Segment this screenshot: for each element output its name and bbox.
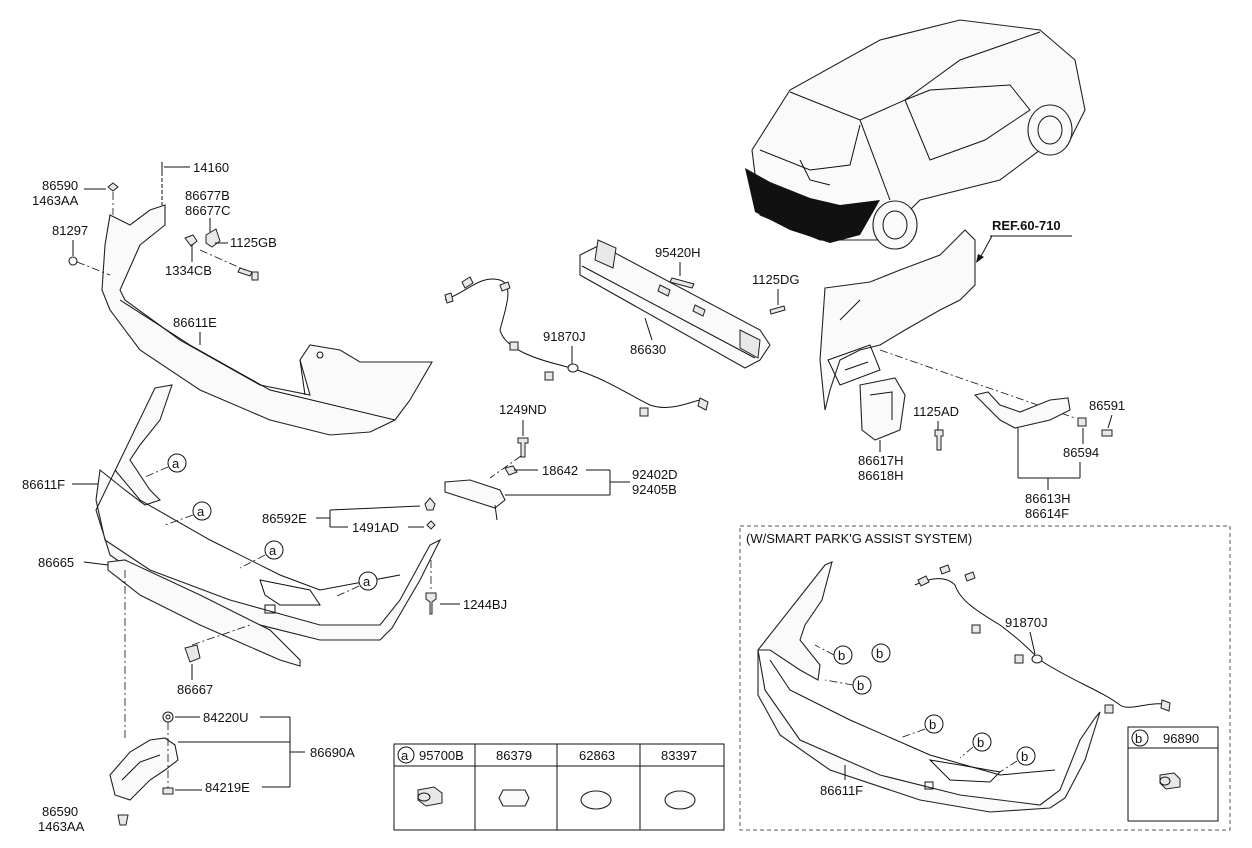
- label-84219e: 84219E: [205, 780, 250, 795]
- label-92402d: 92402D: [632, 467, 678, 482]
- label-14160: 14160: [193, 160, 229, 175]
- label-86594: 86594: [1063, 445, 1099, 460]
- legend-a-col-4: 83397: [661, 748, 697, 763]
- bumper-cover-86611f: [95, 384, 442, 641]
- label-86590: 86590: [42, 178, 78, 193]
- label-84220u: 84220U: [203, 710, 249, 725]
- plug-83397: [664, 790, 696, 810]
- label-18642: 18642: [542, 463, 578, 478]
- label-91870j-b: 91870J: [1005, 615, 1048, 630]
- labels-center: 95420H 1125DG 86630 91870J 1249ND 18642 …: [499, 245, 799, 497]
- harness-91870j: [444, 276, 709, 417]
- label-86590-b: 86590: [42, 804, 78, 819]
- label-81297: 81297: [52, 223, 88, 238]
- label-ref-60-710: REF.60-710: [992, 218, 1061, 233]
- label-86611e: 86611E: [173, 315, 217, 330]
- label-95420h: 95420H: [655, 245, 701, 260]
- skid-plate-86665: [107, 559, 301, 740]
- svg-text:a: a: [269, 543, 277, 558]
- svg-text:b: b: [929, 717, 936, 732]
- label-1491ad: 1491AD: [352, 520, 399, 535]
- leader-86667: [191, 624, 251, 646]
- label-86617h: 86617H: [858, 453, 904, 468]
- brackets-right: [859, 377, 1113, 451]
- label-1249nd: 1249ND: [499, 402, 547, 417]
- svg-text:a: a: [401, 748, 409, 763]
- part-86592e: [424, 497, 436, 511]
- label-86677b: 86677B: [185, 188, 230, 203]
- reinforcement-86630: [579, 239, 786, 369]
- callouts-a: a a a a: [144, 453, 378, 598]
- svg-text:b: b: [876, 646, 883, 661]
- label-86665: 86665: [38, 555, 74, 570]
- part-86667: [184, 644, 201, 663]
- legend-a-col-2: 86379: [496, 748, 532, 763]
- bumper-cover-86611e: [101, 204, 433, 436]
- label-86591: 86591: [1089, 398, 1125, 413]
- label-91870j: 91870J: [543, 329, 586, 344]
- labels-left: 14160 86590 1463AA 86677B 86677C 81297 1…: [22, 160, 507, 834]
- legend-a-col-1: 95700B: [419, 748, 464, 763]
- part-1491ad: [426, 520, 436, 530]
- svg-text:a: a: [197, 504, 205, 519]
- label-1125gb: 1125GB: [230, 235, 277, 250]
- label-92405b: 92405B: [632, 482, 677, 497]
- label-86618h: 86618H: [858, 468, 904, 483]
- svg-text:b: b: [1135, 731, 1142, 746]
- legend-b-part: 96890: [1163, 731, 1199, 746]
- label-86613h: 86613H: [1025, 491, 1071, 506]
- label-86614f: 86614F: [1025, 506, 1069, 521]
- label-86677c: 86677C: [185, 203, 231, 218]
- svg-text:b: b: [1021, 749, 1028, 764]
- bracket-86690a: [109, 711, 179, 826]
- svg-text:b: b: [977, 735, 984, 750]
- smart-park-title: (W/SMART PARK'G ASSIST SYSTEM): [746, 531, 972, 546]
- svg-text:a: a: [363, 574, 371, 589]
- label-1463aa: 1463AA: [32, 193, 79, 208]
- svg-text:a: a: [172, 456, 180, 471]
- label-1463aa-b: 1463AA: [38, 819, 85, 834]
- legend-a-col-3: 62863: [579, 748, 615, 763]
- label-86630: 86630: [630, 342, 666, 357]
- label-1125dg: 1125DG: [752, 272, 799, 287]
- label-86592e: 86592E: [262, 511, 307, 526]
- bracket-92402d: [444, 437, 529, 521]
- label-1244bj: 1244BJ: [463, 597, 507, 612]
- svg-text:b: b: [838, 648, 845, 663]
- label-86667: 86667: [177, 682, 213, 697]
- label-1334cb: 1334CB: [165, 263, 212, 278]
- part-1244bj: [425, 592, 437, 615]
- body-panel: [819, 229, 1076, 419]
- svg-text:b: b: [857, 678, 864, 693]
- part-86379: [498, 789, 530, 807]
- label-86690a: 86690A: [310, 745, 355, 760]
- legend-a-table: a 95700B 86379 62863 83397: [393, 743, 725, 831]
- label-86611f: 86611F: [22, 477, 65, 492]
- labels-right: REF.60-710 1125AD 86591 86594 86617H 866…: [858, 218, 1125, 521]
- label-86611f-b: 86611F: [820, 783, 863, 798]
- vehicle-illustration: [745, 19, 1086, 250]
- plug-62863: [580, 790, 612, 810]
- smart-park-assist-panel: (W/SMART PARK'G ASSIST SYSTEM) 91870J 86…: [739, 525, 1231, 831]
- label-1125ad: 1125AD: [913, 404, 959, 419]
